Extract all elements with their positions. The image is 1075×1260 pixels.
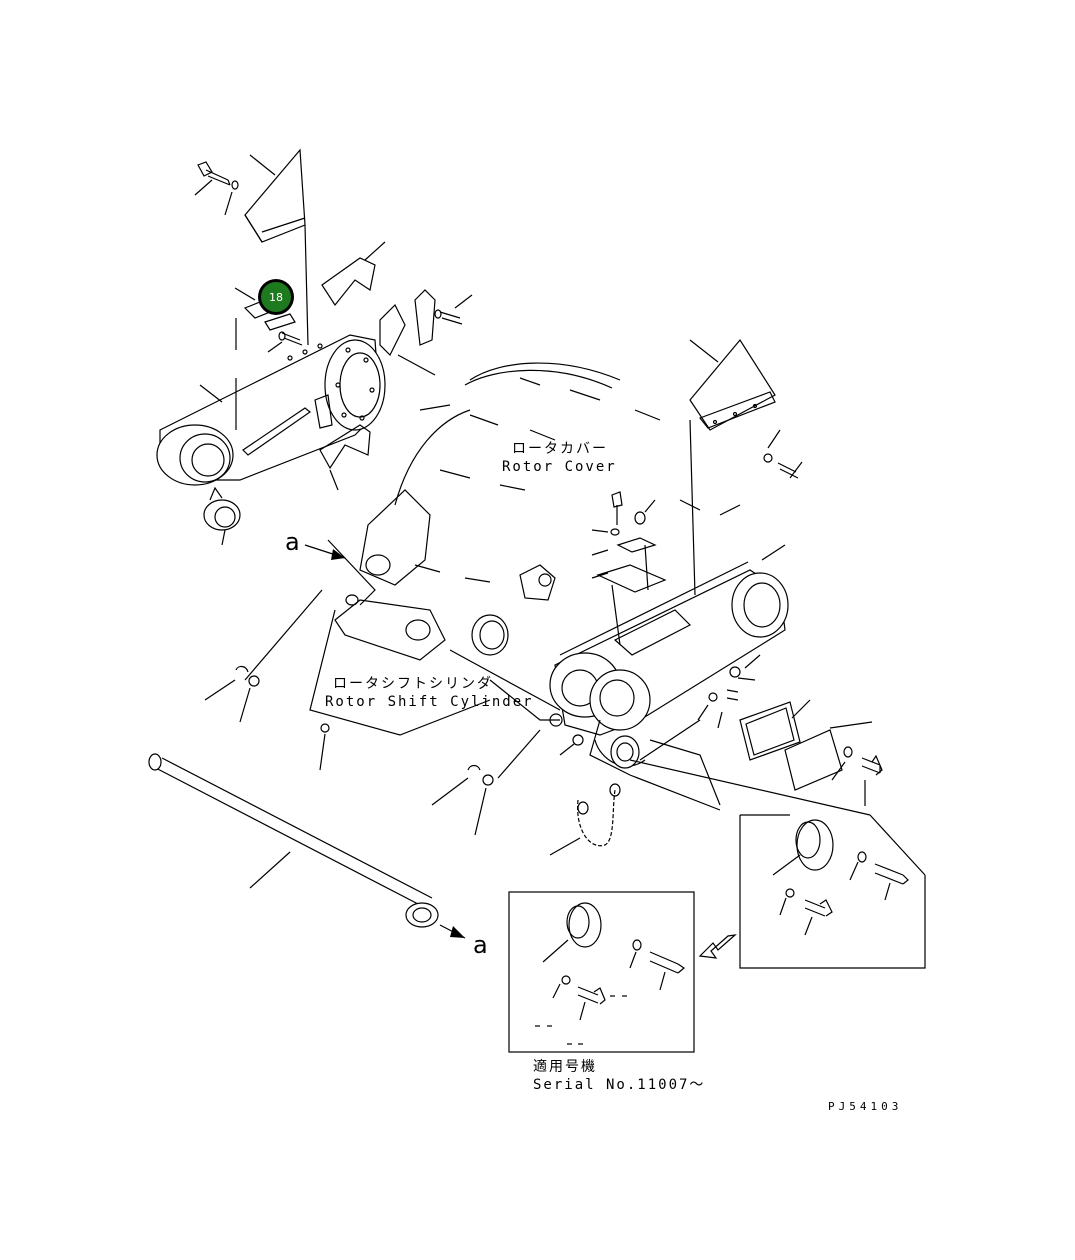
rotor-cover-outline — [394, 362, 741, 583]
drawing-number: PJ54103 — [828, 1100, 902, 1113]
rotor-shift-cylinder-label-en: Rotor Shift Cylinder — [325, 694, 534, 710]
long-shaft: a — [148, 753, 488, 959]
rotor-cover-label-en: Rotor Cover — [502, 459, 617, 475]
serial-label-jp: 適用号機 — [533, 1058, 597, 1075]
inspection-cover-plates — [697, 654, 883, 806]
top-cover-plate-assembly — [194, 148, 309, 346]
right-chain-case — [549, 491, 789, 811]
callout-18-marker[interactable]: 18 — [258, 279, 294, 315]
half-cover-pieces — [319, 241, 473, 491]
left-chain-case — [156, 334, 386, 546]
callout-18-number: 18 — [269, 291, 283, 304]
detail-box-serial — [508, 891, 695, 1053]
arrow-a-top-label: a — [285, 528, 300, 556]
arrow-a-top: a — [285, 528, 346, 560]
detail-box-right — [629, 759, 926, 969]
rotor-shift-cylinder-area — [204, 589, 621, 856]
right-top-cover — [689, 338, 803, 596]
arrow-a-bottom-label: a — [473, 931, 488, 959]
left-bracket-frame — [327, 489, 556, 661]
rotor-cover-label-jp: ロータカバー — [512, 441, 608, 457]
rotor-shift-cylinder-label-jp: ロータシフトシリンダ — [333, 676, 493, 692]
serial-label-en: Serial No.11007～ — [533, 1077, 705, 1093]
